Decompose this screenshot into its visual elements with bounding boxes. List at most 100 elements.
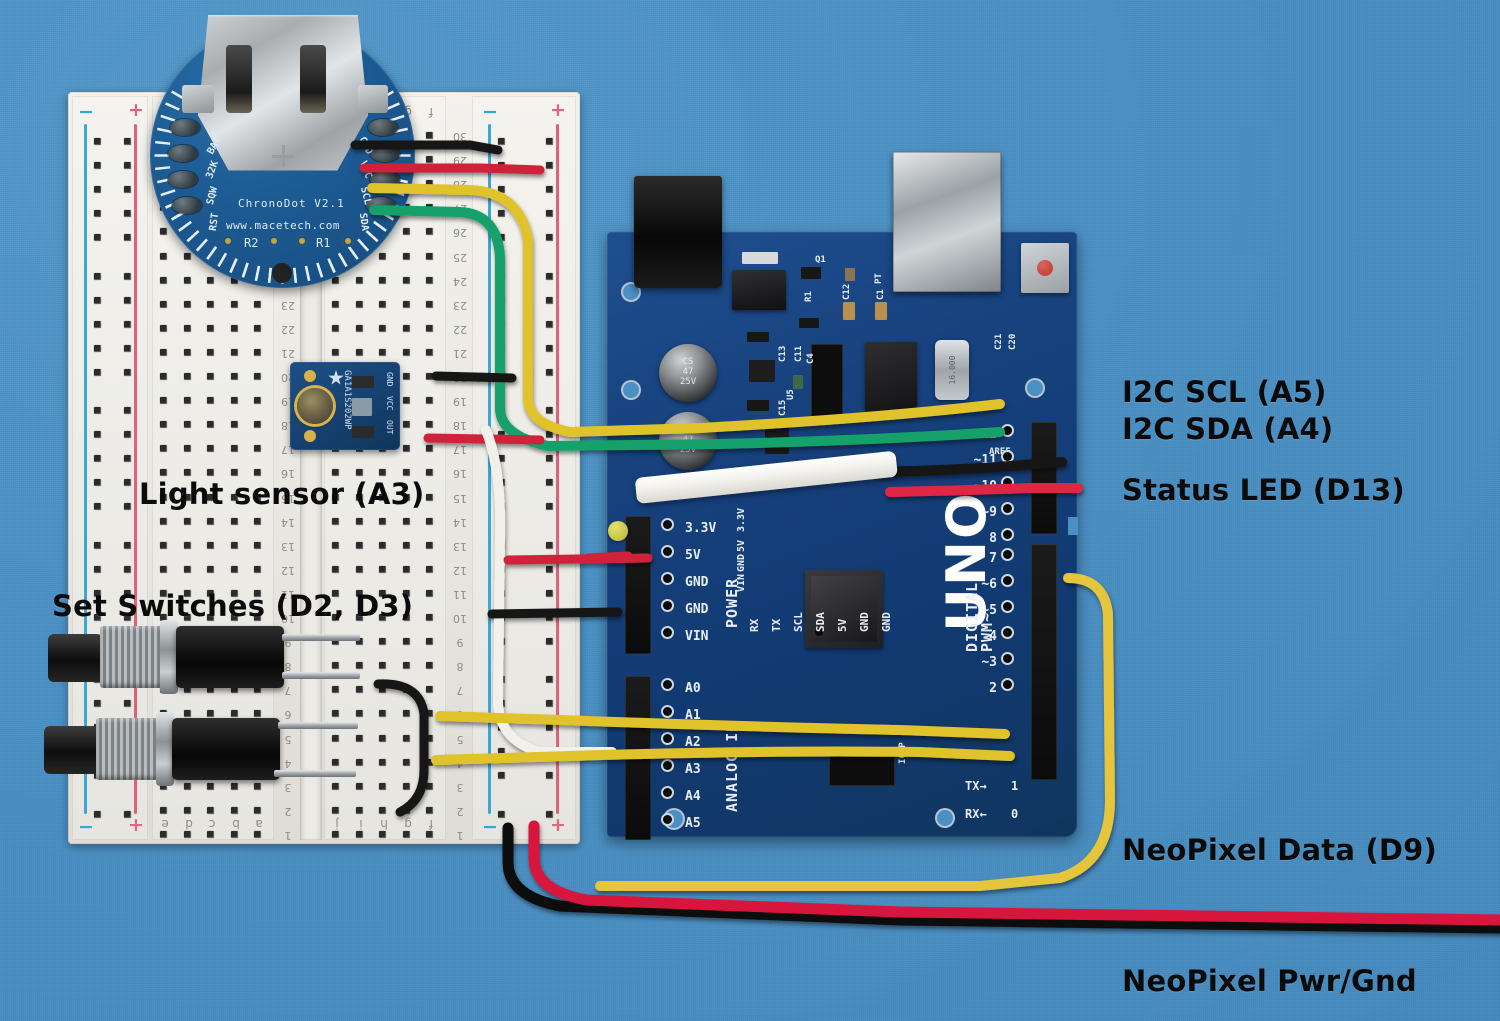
rail-hole: [498, 210, 505, 218]
rail-hole: [94, 613, 101, 621]
annotation-neopixel-data: NeoPixel Data (D9): [1122, 833, 1437, 867]
field-hole: [254, 710, 261, 718]
push-button-2-cap[interactable]: [44, 726, 99, 774]
header-pin-hole[interactable]: [663, 574, 672, 583]
field-hole: [160, 373, 167, 380]
field-hole: [402, 589, 410, 597]
rail-hole: [546, 210, 553, 218]
field-hole: [426, 541, 433, 549]
field-hole: [160, 252, 167, 260]
header-pin-hole[interactable]: [663, 520, 672, 529]
field-hole: [183, 541, 191, 549]
header-pin-hole[interactable]: [1003, 426, 1012, 435]
field-hole: [355, 782, 363, 790]
header-pin-hole[interactable]: [663, 761, 672, 770]
header-pin-hole[interactable]: [1003, 602, 1012, 611]
field-hole: [254, 517, 261, 525]
wire-rtc-vcc-red: [359, 163, 545, 175]
field-hole: [402, 324, 410, 332]
header-pin-hole[interactable]: [663, 734, 672, 743]
field-hole: [426, 180, 433, 188]
rail-hole: [94, 344, 101, 352]
field-hole: [426, 662, 433, 670]
field-hole: [230, 565, 238, 573]
rail-hole: [124, 589, 131, 597]
field-hole: [230, 541, 238, 549]
usb-serial-ic: [865, 342, 917, 412]
field-hole: [379, 734, 386, 742]
header-pin-hole[interactable]: [1003, 680, 1012, 689]
wire-sensor-white: [481, 425, 617, 757]
rail-hole: [546, 637, 553, 645]
rail-hole: [124, 234, 131, 242]
header-pin-hole[interactable]: [663, 788, 672, 797]
field-hole: [207, 324, 214, 332]
push-button-2-ring: [156, 712, 174, 786]
header-pin-hole[interactable]: [1003, 550, 1012, 559]
field-hole: [160, 493, 167, 501]
rail-hole: [546, 186, 553, 194]
field-hole: [183, 445, 191, 453]
ls-smd-3: [352, 426, 374, 438]
field-hole: [160, 782, 167, 790]
field-hole: [426, 565, 433, 573]
field-hole: [379, 710, 386, 718]
field-hole: [183, 782, 191, 790]
header-pin-hole[interactable]: [1003, 530, 1012, 539]
header-pin-hole[interactable]: [663, 680, 672, 689]
field-hole: [230, 445, 238, 453]
rail-hole: [94, 541, 101, 549]
chronodot-r2-label: R2: [244, 236, 259, 250]
field-hole: [254, 397, 261, 405]
rail-hole: [94, 700, 101, 708]
rail-hole: [546, 700, 553, 708]
wire-switch-yellow-2: [431, 746, 1015, 765]
field-hole: [254, 614, 261, 621]
header-pin-hole[interactable]: [1003, 628, 1012, 637]
header-pin-hole[interactable]: [663, 815, 672, 824]
digital-header-socket-low[interactable]: [1031, 544, 1057, 780]
field-hole: [379, 348, 386, 356]
field-hole: [160, 421, 167, 429]
field-hole: [402, 421, 410, 429]
field-hole: [183, 348, 191, 356]
push-button-2-body: [172, 718, 280, 780]
field-hole: [355, 517, 363, 525]
header-pin-hole[interactable]: [663, 707, 672, 716]
field-hole: [355, 638, 363, 646]
push-button-1-lead-a: [282, 634, 360, 641]
status-led-tip: [608, 521, 628, 541]
header-pin-hole[interactable]: [1003, 576, 1012, 585]
rail-hole: [124, 700, 131, 708]
field-hole: [183, 469, 191, 477]
field-hole: [230, 276, 238, 284]
power-header-socket[interactable]: [625, 516, 651, 654]
field-hole: [207, 348, 214, 356]
header-pin-hole[interactable]: [663, 547, 672, 556]
pad-sqw: [168, 171, 198, 188]
rail-hole: [94, 431, 101, 439]
rail-hole: [498, 748, 505, 756]
header-pin-hole[interactable]: [1003, 654, 1012, 663]
field-hole: [160, 276, 167, 284]
rail-hole: [124, 810, 131, 818]
digital-header-socket-high[interactable]: [1031, 422, 1057, 534]
field-hole: [332, 638, 339, 646]
field-hole: [355, 614, 363, 621]
reset-button[interactable]: [1021, 243, 1069, 293]
field-hole: [332, 806, 339, 814]
field-hole: [230, 421, 238, 429]
header-pin-hole[interactable]: [1003, 452, 1012, 461]
pad-rst: [172, 197, 202, 214]
header-pin-label: 2: [989, 681, 997, 696]
field-hole: [207, 373, 214, 380]
header-pin-hole[interactable]: [1003, 478, 1012, 487]
header-pin-hole[interactable]: [663, 628, 672, 637]
rail-hole: [498, 455, 505, 463]
rail-hole: [124, 162, 131, 170]
header-pin-hole[interactable]: [1003, 504, 1012, 513]
push-button-1-cap[interactable]: [48, 634, 103, 682]
header-pin-hole[interactable]: [663, 601, 672, 610]
rail-hole: [546, 320, 553, 328]
